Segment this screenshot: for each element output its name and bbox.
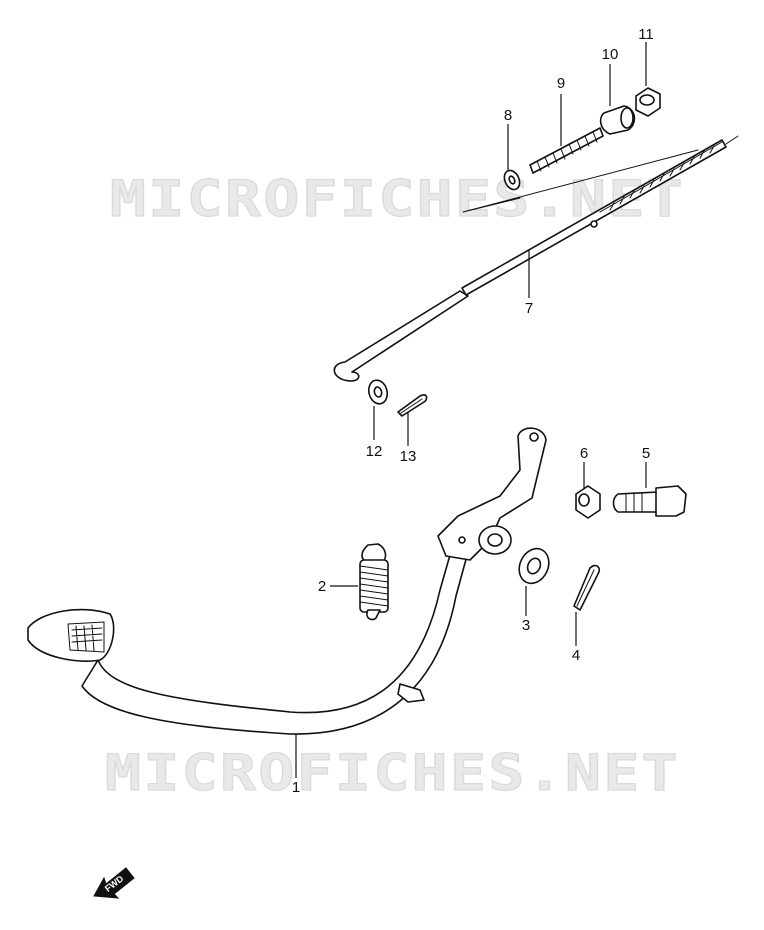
part-3-washer[interactable] xyxy=(514,544,555,588)
part-label-6[interactable]: 6 xyxy=(580,445,588,462)
part-1-brake-pedal[interactable] xyxy=(27,427,547,735)
part-5-bolt[interactable] xyxy=(612,485,687,517)
part-label-3[interactable]: 3 xyxy=(522,617,530,634)
part-11-nut[interactable] xyxy=(635,87,661,117)
part-6-nut[interactable] xyxy=(575,485,601,519)
part-4-cotter-pin[interactable] xyxy=(573,564,601,611)
fwd-arrow-icon: FWD xyxy=(93,867,135,899)
part-8-washer[interactable] xyxy=(501,168,522,192)
part-label-12[interactable]: 12 xyxy=(366,443,383,460)
part-label-8[interactable]: 8 xyxy=(504,107,512,124)
part-2-spring[interactable] xyxy=(359,543,389,621)
part-12-washer[interactable] xyxy=(366,378,390,406)
part-10-joint[interactable] xyxy=(599,105,636,135)
part-label-11[interactable]: 11 xyxy=(638,26,654,43)
part-label-2[interactable]: 2 xyxy=(318,578,326,595)
part-label-1[interactable]: 1 xyxy=(292,779,300,796)
watermark-bottom: MICROFICHES.NET xyxy=(105,744,680,802)
part-label-4[interactable]: 4 xyxy=(572,647,580,664)
part-9-spring[interactable] xyxy=(529,127,604,174)
part-label-7[interactable]: 7 xyxy=(525,300,533,317)
part-label-13[interactable]: 13 xyxy=(400,448,417,465)
part-label-9[interactable]: 9 xyxy=(557,75,565,92)
part-label-5[interactable]: 5 xyxy=(642,445,650,462)
part-13-cotter-pin[interactable] xyxy=(397,394,428,417)
part-label-10[interactable]: 10 xyxy=(602,46,619,63)
part-7-brake-rod[interactable] xyxy=(333,135,739,382)
